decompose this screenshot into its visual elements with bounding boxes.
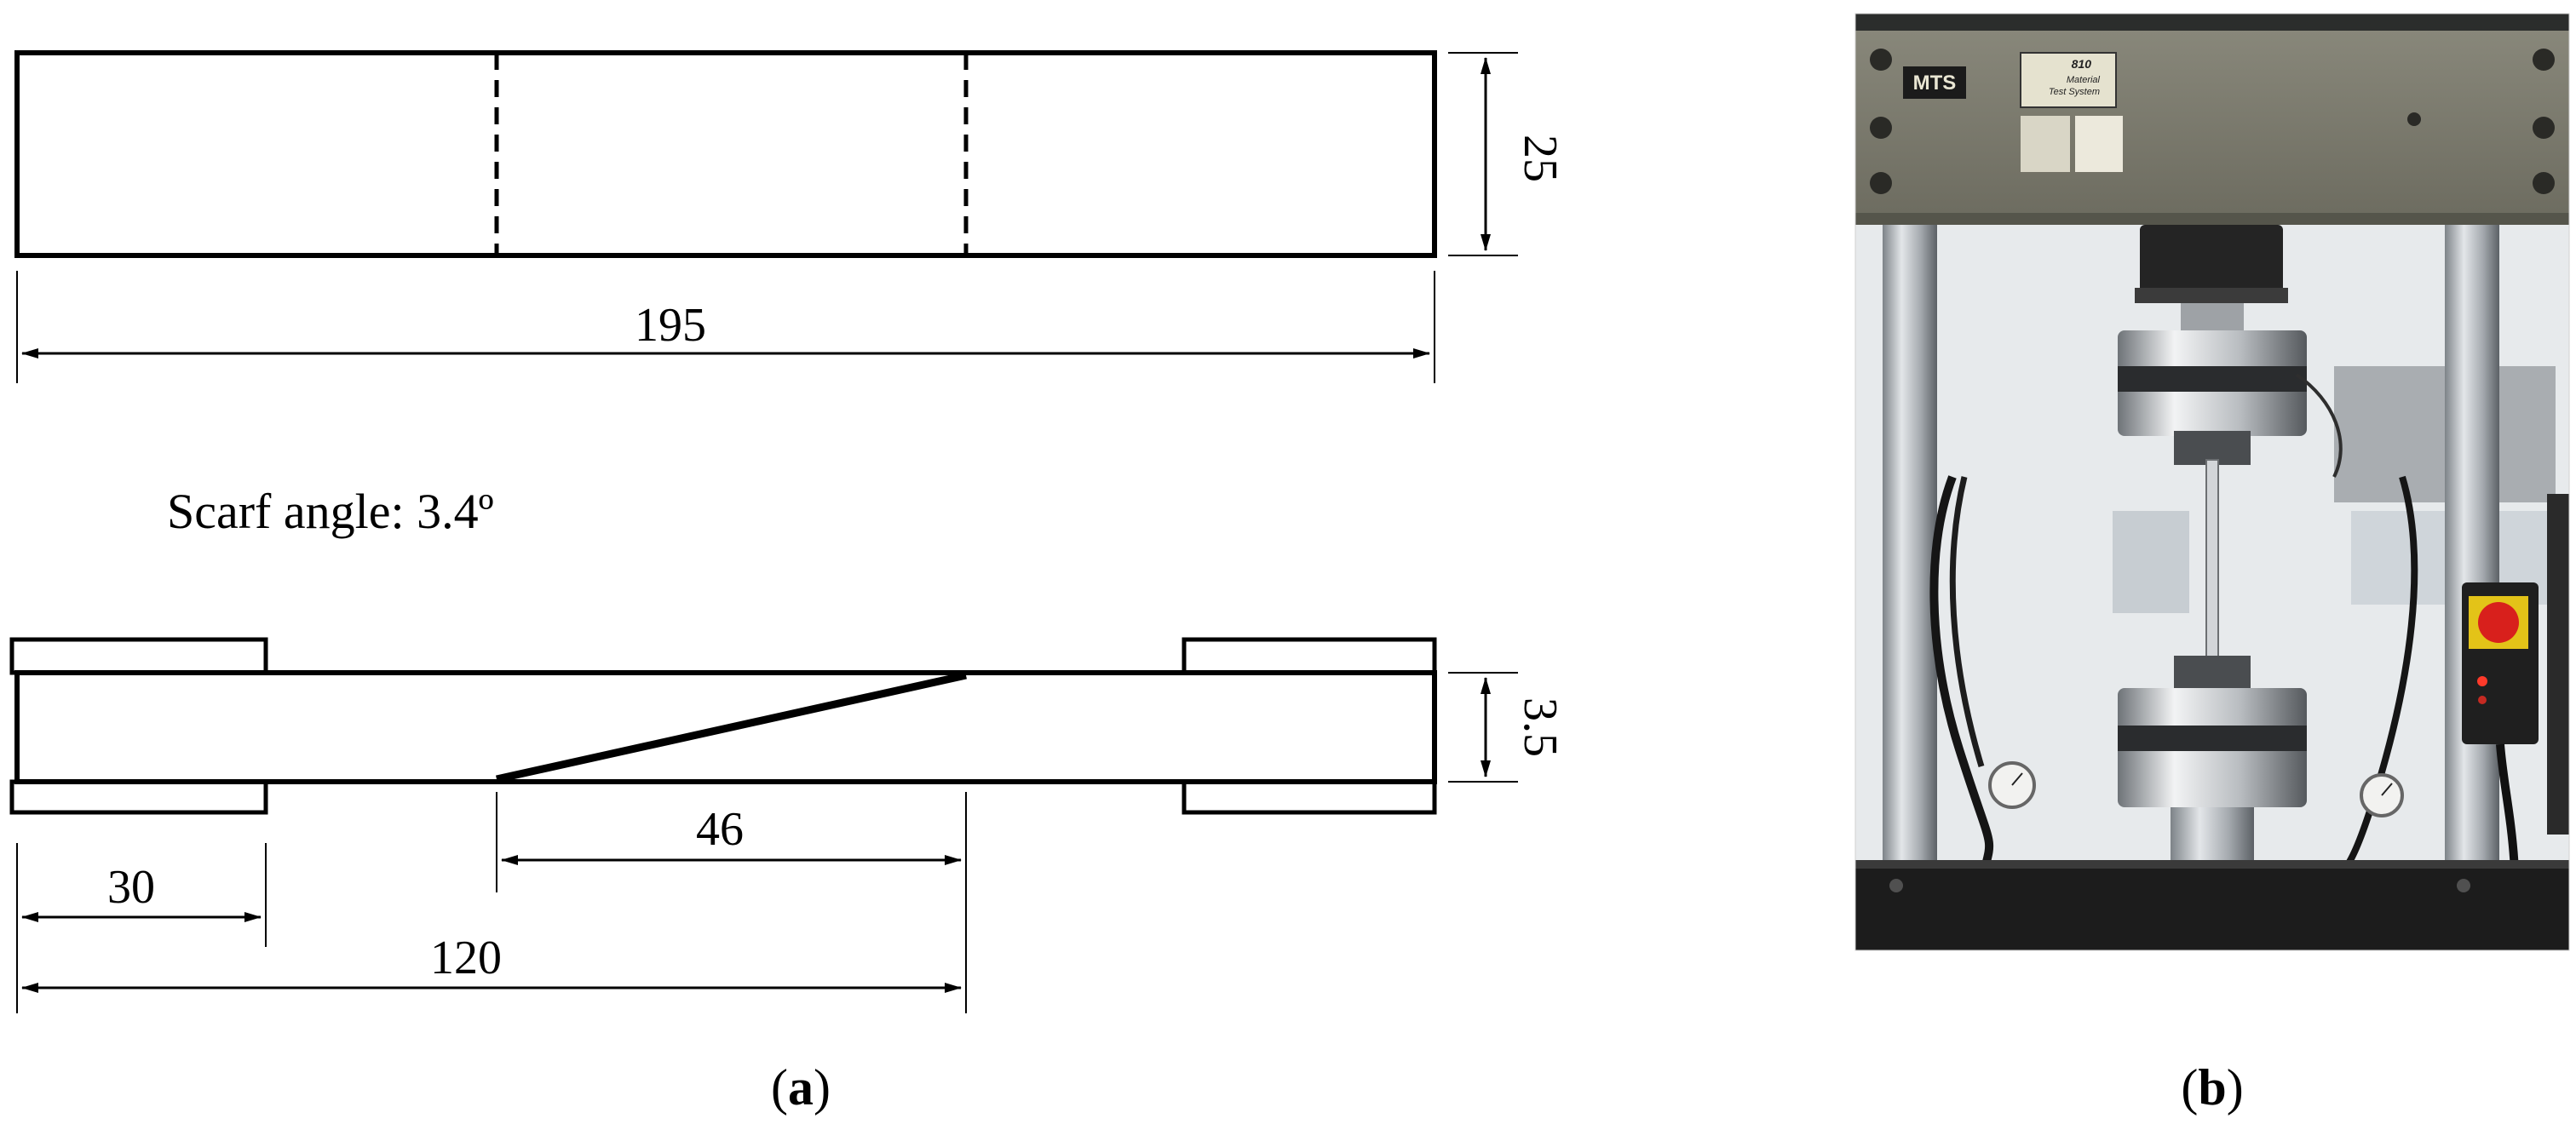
lower-grip-jaws — [2174, 656, 2251, 693]
thickness-dimension-label: 3.5 — [1514, 697, 1567, 757]
bolt-icon — [1870, 117, 1892, 139]
machine-base-top-edge — [1855, 860, 2569, 869]
gauge-needle — [2011, 772, 2023, 786]
mts-logo-text: MTS — [1913, 72, 1957, 95]
lower-grip-band — [2118, 726, 2307, 751]
specimen-side-view: 3.5 46 30 120 — [9, 637, 1567, 1013]
hydraulic-hose-left — [1929, 475, 1994, 870]
calibration-sticker — [2021, 116, 2070, 172]
model-label-plate — [2020, 52, 2117, 108]
specimen-top-view: 25 195 — [14, 50, 1567, 383]
upper-actuator-neck — [2181, 303, 2244, 330]
model-number-text: 810 — [2072, 57, 2092, 71]
sensor-cable — [2295, 373, 2343, 478]
scarf-angle-text: Scarf angle: 3.4º — [167, 484, 494, 539]
gauge-needle — [2381, 783, 2393, 796]
tab-top-right — [1182, 637, 1437, 675]
hydraulic-hose-left-2 — [1949, 476, 1985, 768]
test-specimen — [2205, 459, 2219, 674]
status-led-icon — [2477, 676, 2487, 686]
tab-length-label: 30 — [107, 861, 155, 914]
scarf-length-label: 46 — [696, 803, 744, 856]
load-cell-band — [2135, 288, 2288, 303]
bolt-icon — [1870, 49, 1892, 71]
test-machine-photo: MTS 810 Material Test System — [1855, 14, 2569, 950]
emergency-stop-icon — [2478, 602, 2519, 643]
specimen-top-outline — [14, 50, 1437, 258]
background-top-dark — [1855, 14, 2569, 31]
left-column — [1883, 225, 1937, 872]
crosshead-lower-edge — [1855, 213, 2569, 225]
bolt-icon — [1870, 172, 1892, 194]
load-cell — [2140, 225, 2283, 300]
bolt-icon — [2533, 172, 2555, 194]
panel-b-photo: MTS 810 Material Test System — [1854, 13, 2570, 1116]
tab-bottom-left — [9, 779, 268, 815]
lab-label-sticker — [2075, 116, 2123, 172]
machine-crosshead — [1855, 31, 2569, 218]
bolt-icon — [2533, 49, 2555, 71]
scarf-position-label: 120 — [430, 932, 502, 984]
tab-top-left — [9, 637, 268, 675]
width-dimension-label: 25 — [1514, 135, 1567, 182]
length-dimension-label: 195 — [635, 299, 706, 352]
machine-base — [1855, 860, 2569, 950]
side-cabinet — [2547, 494, 2569, 835]
photo-border — [1854, 13, 2570, 951]
tab-bottom-right — [1182, 779, 1437, 815]
scarf-joint-line — [496, 671, 967, 783]
bolt-icon — [2457, 879, 2470, 892]
caption-a: (a) — [771, 1059, 831, 1116]
adherend-outline — [14, 670, 1437, 784]
panel-a-drawing: 25 195 Scarf angle: 3.4º 3.5 — [9, 50, 1567, 1116]
bolt-icon — [2407, 112, 2421, 126]
back-doorway — [2113, 511, 2189, 613]
right-column — [2445, 225, 2499, 872]
model-line2-text: Test System — [2049, 87, 2100, 97]
bolt-icon — [2533, 117, 2555, 139]
status-led-icon — [2478, 696, 2487, 704]
bolt-icon — [1889, 879, 1903, 892]
mts-logo-plate — [1903, 66, 1966, 99]
upper-grip-band — [2118, 366, 2307, 392]
model-line1-text: Material — [2067, 75, 2101, 85]
caption-b: (b) — [2181, 1059, 2243, 1116]
